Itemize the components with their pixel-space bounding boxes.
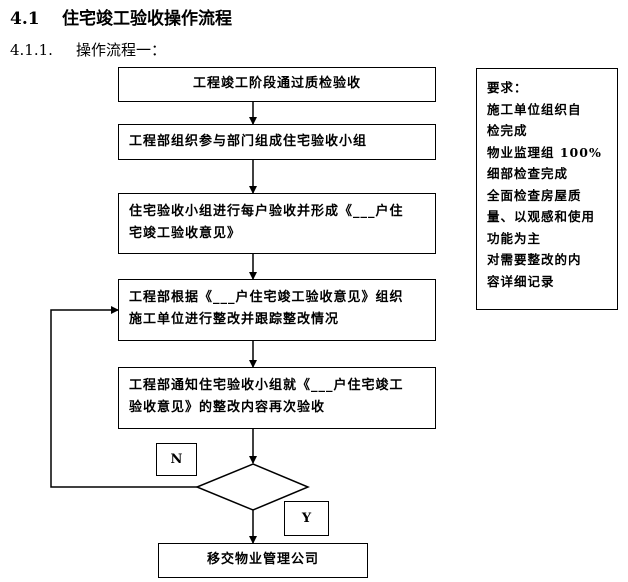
requirement-line: 施工单位组织自 [487, 101, 582, 117]
step-household-inspection: 住宅验收小组进行每户验收并形成《___户住 宅竣工验收意见》 [118, 193, 436, 254]
step5-line1: 工程部通知住宅验收小组就《___户住宅竣工 [129, 378, 404, 393]
requirement-line: 容详细记录 [487, 273, 555, 289]
requirement-line: 功能为主 [487, 230, 542, 246]
step5-line2: 验收意见》的整改内容再次验收 [129, 400, 326, 415]
step-form-inspection-team: 工程部组织参与部门组成住宅验收小组 [118, 124, 436, 160]
step-handover: 移交物业管理公司 [158, 543, 368, 578]
requirement-line: 物业监理组 100% [487, 144, 602, 160]
loop-back-line [50, 306, 197, 488]
requirement-line: 全面检查房屋质 [487, 187, 582, 203]
subsection-heading: 4.1.1. 操作流程一： [10, 39, 166, 60]
requirements-title: 要求： [487, 80, 528, 95]
decision-yes-label: Y [284, 501, 329, 536]
final-label: 移交物业管理公司 [206, 552, 319, 567]
step1-label: 工程竣工阶段通过质检验收 [192, 76, 361, 91]
section-title: 住宅竣工验收操作流程 [62, 9, 232, 29]
step4-line1: 工程部根据《___户住宅竣工验收意见》组织 [129, 290, 404, 305]
subsection-number: 4.1.1. [10, 41, 53, 59]
requirement-line: 对需要整改的内 [487, 252, 582, 267]
subsection-title: 操作流程一： [76, 41, 167, 59]
requirement-line: 量、以观感和使用 [487, 209, 596, 224]
requirements-box: 要求： 施工单位组织自 检完成 物业监理组 100% 细部检查完成 全面检查房屋… [476, 68, 618, 310]
section-number: 4.1 [10, 9, 40, 29]
step4-line2: 施工单位进行整改并跟踪整改情况 [129, 312, 340, 327]
step-rectification: 工程部根据《___户住宅竣工验收意见》组织 施工单位进行整改并跟踪整改情况 [118, 279, 436, 341]
requirement-line: 检完成 [487, 123, 528, 138]
decision-diamond [195, 463, 310, 511]
requirement-line: 细部检查完成 [487, 166, 569, 181]
step2-label: 工程部组织参与部门组成住宅验收小组 [129, 134, 368, 149]
decision-no-label: N [156, 443, 197, 476]
step3-line2: 宅竣工验收意见》 [129, 226, 242, 241]
step3-line1: 住宅验收小组进行每户验收并形成《___户住 [129, 204, 404, 219]
section-heading: 4.1 住宅竣工验收操作流程 [10, 4, 232, 29]
step-reinspection: 工程部通知住宅验收小组就《___户住宅竣工 验收意见》的整改内容再次验收 [118, 367, 436, 429]
step-quality-inspection: 工程竣工阶段通过质检验收 [118, 67, 436, 102]
